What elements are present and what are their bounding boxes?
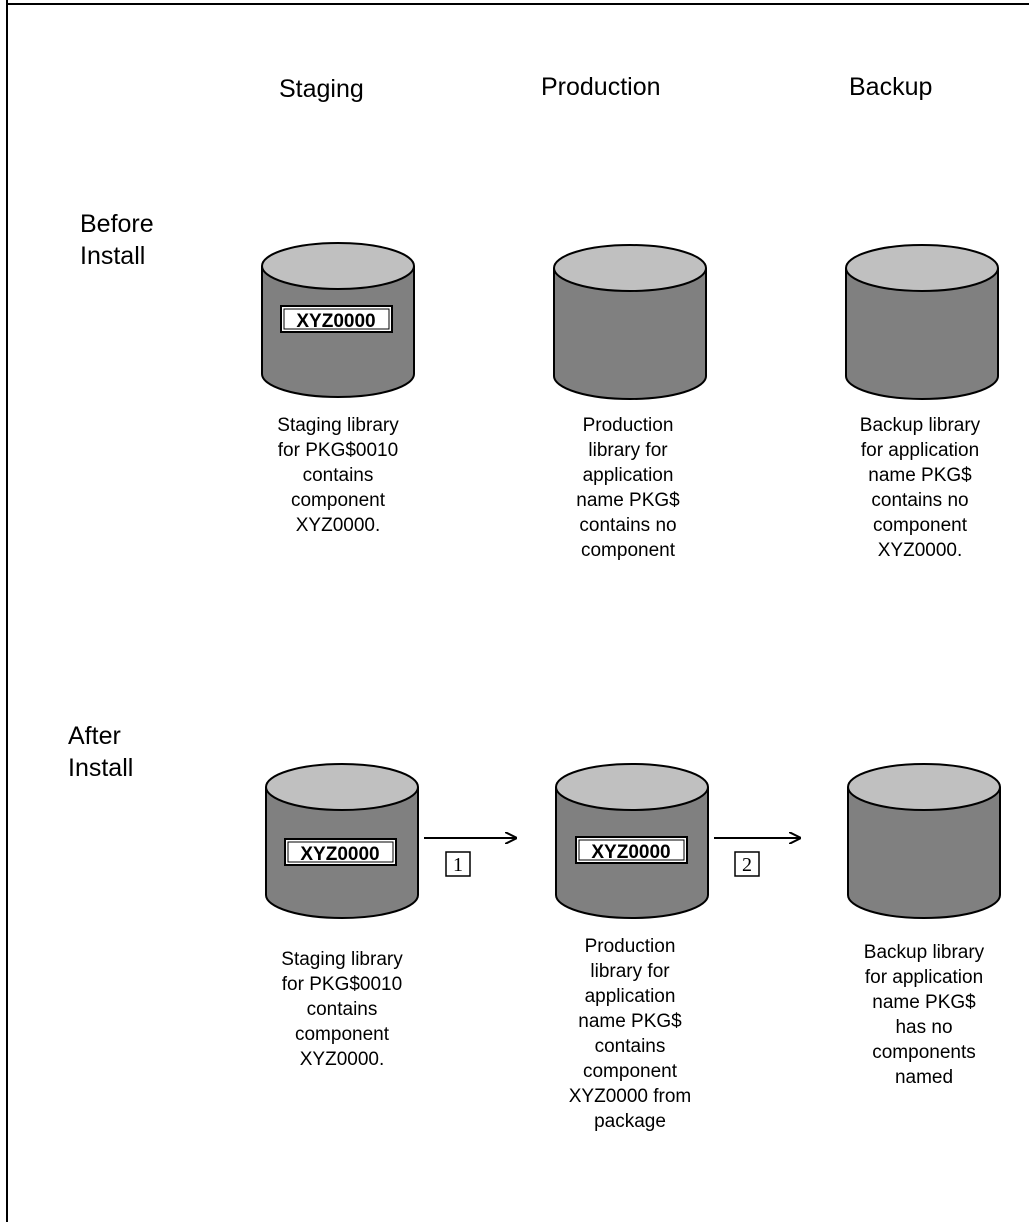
caption-line: contains no [579,515,677,536]
component-label-before-staging: XYZ0000 [280,305,393,333]
caption-line: Production [584,936,676,957]
caption-line: application [584,986,676,1007]
row-header-before: Before Install [80,208,154,272]
caption-line: name PKG$ [578,1011,682,1032]
column-header-staging: Staging [279,75,364,103]
caption-line: contains [302,465,374,486]
svg-text:1: 1 [453,854,463,876]
caption-line: library for [590,961,670,982]
caption-line: component [872,515,967,536]
caption-line: component [290,490,385,511]
caption-line: XYZ0000. [877,540,963,561]
component-label-after-staging: XYZ0000 [284,838,397,866]
cylinder-before-backup [845,244,999,400]
svg-text:XYZ0000: XYZ0000 [300,844,379,865]
caption-line: Staging library [277,415,399,436]
column-header-backup: Backup [849,73,933,101]
caption-line: contains no [871,490,969,511]
step-marker-2: 2 [734,851,760,877]
svg-text:XYZ0000: XYZ0000 [591,842,670,863]
caption-line: component [580,540,675,561]
svg-text:2: 2 [742,854,752,876]
caption-after-backup: Backup library for application name PKG$… [824,940,1024,1090]
caption-line: has no [895,1017,953,1038]
caption-before-backup: Backup library for application name PKG$… [820,413,1020,563]
caption-line: Production [582,415,674,436]
caption-line: XYZ0000. [295,515,381,536]
caption-line: for application [860,440,980,461]
caption-line: name PKG$ [868,465,972,486]
column-header-production: Production [541,73,661,101]
caption-line: XYZ0000 from [568,1086,692,1107]
caption-line: named [894,1067,954,1088]
caption-line: application [582,465,674,486]
caption-line: for PKG$0010 [277,440,399,461]
caption-line: Backup library [863,942,985,963]
row-header-before-line2: Install [80,242,146,270]
caption-line: name PKG$ [872,992,976,1013]
caption-line: for PKG$0010 [281,974,403,995]
caption-line: XYZ0000. [299,1049,385,1070]
caption-line: name PKG$ [576,490,680,511]
caption-line: Backup library [859,415,981,436]
svg-text:XYZ0000: XYZ0000 [296,311,375,332]
caption-line: components [872,1042,976,1063]
caption-after-staging: Staging library for PKG$0010 contains co… [242,947,442,1072]
row-header-before-line1: Before [80,210,154,238]
cylinder-before-production [553,244,707,400]
caption-before-production: Production library for application name … [528,413,728,563]
row-header-after-line1: After [68,722,121,750]
caption-line: component [582,1061,677,1082]
caption-after-production: Production library for application name … [530,934,730,1134]
caption-before-staging: Staging library for PKG$0010 contains co… [238,413,438,538]
caption-line: Staging library [281,949,403,970]
caption-line: for application [864,967,984,988]
row-header-after: After Install [68,720,133,784]
caption-line: library for [588,440,668,461]
caption-line: contains [594,1036,666,1057]
component-label-after-production: XYZ0000 [575,836,688,864]
cylinder-after-backup [847,763,1001,919]
step-marker-1: 1 [445,851,471,877]
caption-line: component [294,1024,389,1045]
caption-line: contains [306,999,378,1020]
caption-line: package [594,1111,666,1132]
row-header-after-line2: Install [68,754,134,782]
